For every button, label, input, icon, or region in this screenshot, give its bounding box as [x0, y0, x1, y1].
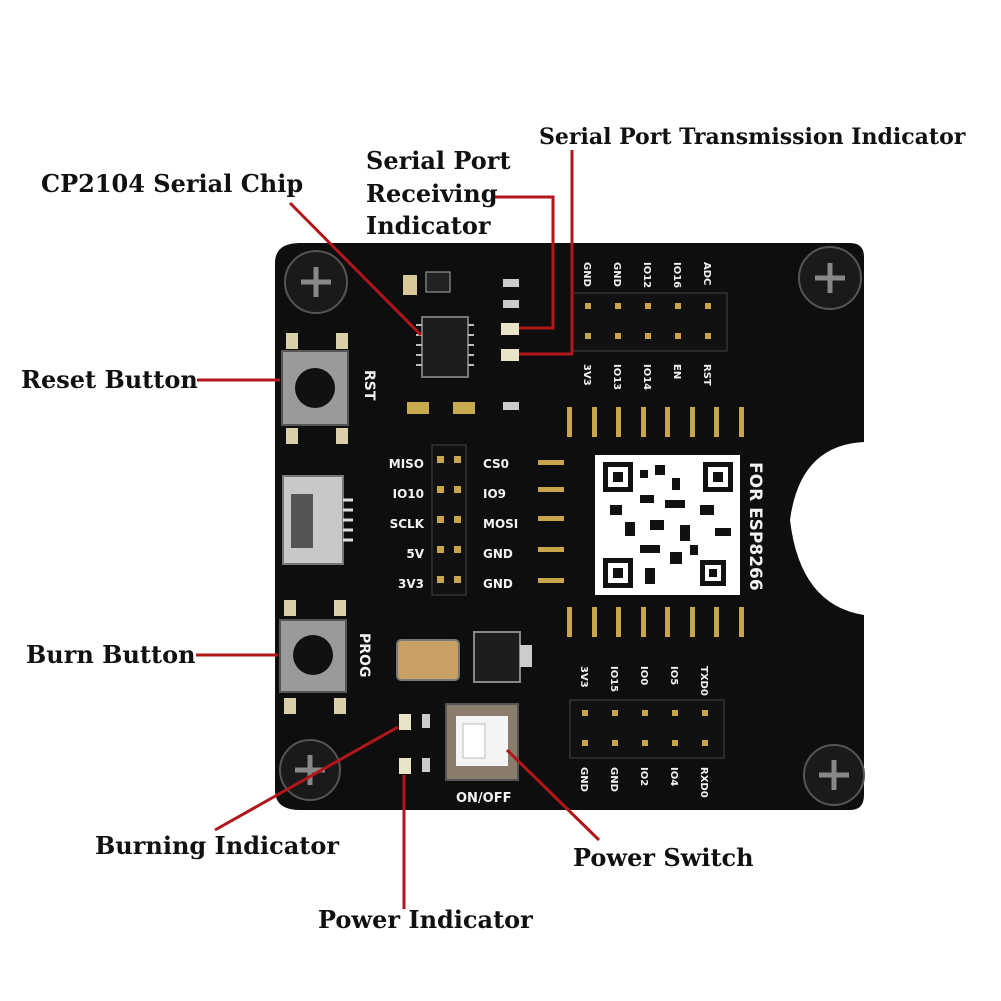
smd-cap-1: [403, 275, 417, 295]
cp2104-chip: [416, 316, 474, 378]
label-cp2104: CP2104 Serial Chip: [41, 169, 304, 198]
spi-left-pin-label: MISO: [389, 457, 424, 471]
burn-button[interactable]: [279, 600, 347, 714]
label-burn: Burn Button: [26, 640, 196, 669]
top-header-lower-pin-label: EN: [671, 364, 682, 379]
leader-burning: [214, 725, 399, 832]
small-res-b: [422, 758, 430, 772]
top-header-upper-pin-label: IO16: [671, 262, 682, 288]
leader-tx: [519, 150, 574, 356]
top-header-upper-pin-label: ADC: [701, 262, 712, 285]
label-burning: Burning Indicator: [95, 831, 340, 860]
label-rx-line2: Receiving: [366, 179, 498, 208]
castellated-pins-top: [567, 407, 744, 437]
smd-regulator: [425, 271, 451, 293]
spi-left-pin-label: SCLK: [390, 517, 425, 531]
bottom-header-lower-pin-label: IO4: [668, 767, 679, 786]
bottom-header-upper-pin-label: IO15: [608, 666, 619, 692]
top-pin-header: [572, 292, 728, 352]
qr-code: [595, 455, 740, 595]
leader-switch: [505, 748, 601, 842]
top-header-upper-pin-label: IO12: [641, 262, 652, 288]
label-reset: Reset Button: [21, 365, 198, 394]
top-header-lower-labels: 3V3 IO13 IO14 EN RST: [581, 364, 712, 390]
label-rx-line1: Serial Port: [366, 146, 511, 175]
rx-led: [501, 323, 519, 335]
top-header-upper-labels: GND GND IO12 IO16 ADC: [581, 262, 712, 288]
top-header-lower-pin-label: RST: [701, 364, 712, 386]
bottom-header-lower-pin-label: IO2: [638, 767, 649, 786]
prog-silkscreen: PROG: [356, 633, 372, 677]
spi-right-pin-label: MOSI: [483, 517, 518, 531]
leader-lines: [196, 150, 601, 909]
spi-right-pin-label: GND: [483, 547, 513, 561]
leader-rx: [492, 195, 555, 330]
screw-bottom-right: [803, 744, 865, 806]
tx-led: [501, 349, 519, 361]
voltage-regulator: [473, 631, 532, 683]
spi-right-pin-label: GND: [483, 577, 513, 591]
onoff-silkscreen: ON/OFF: [456, 791, 512, 806]
label-power-indicator: Power Indicator: [318, 905, 533, 934]
label-tx: Serial Port Transmission Indicator: [539, 124, 966, 150]
top-header-upper-pin-label: GND: [611, 262, 622, 287]
bottom-header-lower-pin-label: GND: [608, 767, 619, 792]
smd-res-1: [503, 279, 519, 287]
bottom-header-upper-labels: 3V3 IO15 IO0 IO5 TXD0: [578, 666, 709, 696]
bottom-pin-header: [569, 699, 725, 759]
power-led: [399, 758, 411, 774]
label-power-switch: Power Switch: [573, 843, 754, 872]
top-header-lower-pin-label: IO13: [611, 364, 622, 390]
spi-right-pin-label: CS0: [483, 457, 509, 471]
smd-res-3: [503, 402, 519, 410]
bottom-header-upper-pin-label: IO0: [638, 666, 649, 685]
bottom-header-upper-pin-label: IO5: [668, 666, 679, 685]
bottom-header-lower-labels: GND GND IO2 IO4 RXD0: [578, 767, 709, 798]
bottom-header-lower-pin-label: GND: [578, 767, 589, 792]
spi-left-pin-label: 5V: [406, 547, 424, 561]
board-title-silkscreen: FOR ESP8266: [745, 462, 765, 591]
castellated-pins-mid: [538, 460, 564, 583]
spi-pin-header: [431, 444, 467, 596]
rst-silkscreen: RST: [361, 370, 377, 401]
burning-led: [399, 714, 411, 730]
smd-res-2: [503, 300, 519, 308]
label-rx-line3: Indicator: [366, 211, 491, 240]
bottom-header-upper-pin-label: TXD0: [698, 666, 709, 696]
micro-usb-port[interactable]: [282, 475, 353, 565]
screw-top-left: [284, 250, 348, 314]
top-header-lower-pin-label: 3V3: [581, 364, 592, 386]
small-res-a: [422, 714, 430, 728]
spi-left-pin-label: 3V3: [398, 577, 424, 591]
spi-right-pin-label: IO9: [483, 487, 506, 501]
bottom-header-lower-pin-label: RXD0: [698, 767, 709, 798]
top-header-lower-pin-label: IO14: [641, 364, 652, 390]
smd-cap-3: [453, 402, 475, 414]
screw-bottom-left: [279, 739, 341, 801]
leader-cp2104: [288, 201, 423, 337]
top-header-upper-pin-label: GND: [581, 262, 592, 287]
castellated-pins-bottom: [567, 607, 744, 637]
smd-cap-2: [407, 402, 429, 414]
power-switch[interactable]: [445, 703, 519, 781]
reset-button[interactable]: [281, 333, 349, 444]
bottom-header-upper-pin-label: 3V3: [578, 666, 589, 688]
tantalum-capacitor: [396, 639, 460, 681]
spi-left-pin-label: IO10: [393, 487, 424, 501]
screw-top-right: [798, 246, 862, 310]
